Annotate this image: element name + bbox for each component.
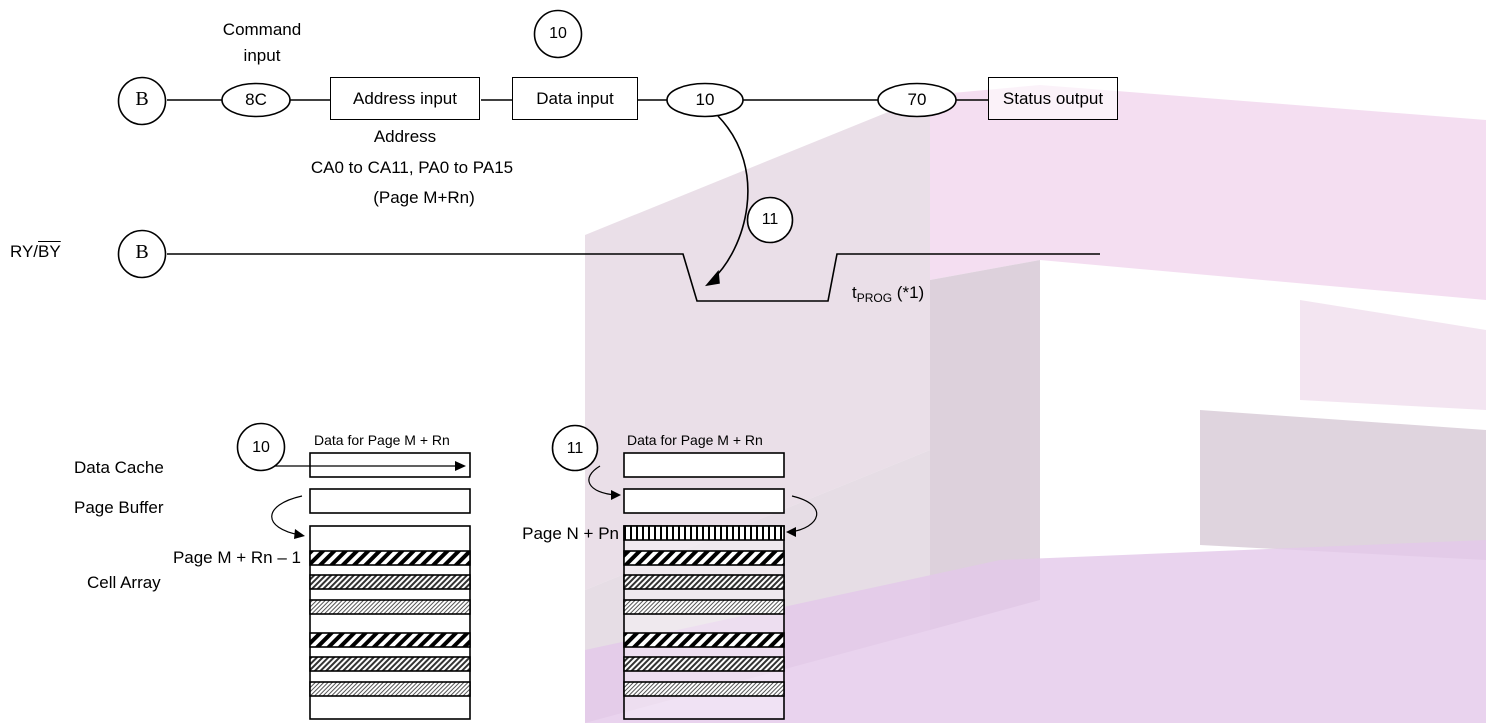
step-11-label: 11 [761, 211, 779, 228]
left-page-row [309, 550, 471, 566]
left-page-row [309, 574, 471, 590]
left-buffer-arrowhead [294, 529, 305, 539]
tprog-label: tPROG (*1) [852, 283, 925, 305]
connector-b-ry-label: B [135, 241, 149, 263]
step-11-marker-right [551, 424, 599, 472]
data-input-box [512, 77, 638, 120]
address-caption-1: Address [373, 127, 437, 146]
right-page-row [623, 550, 785, 566]
command-10-label: 10 [695, 90, 715, 109]
command-70-ellipse [877, 82, 957, 118]
connector-b-top [117, 76, 167, 126]
status-output-label: Status output [1002, 89, 1104, 108]
command-70-label: 70 [907, 90, 927, 109]
data-cache-label: Data Cache [74, 458, 164, 477]
left-cache-arrowhead [455, 461, 466, 471]
step-10-top-label: 10 [549, 25, 567, 42]
status-output-box [988, 77, 1118, 120]
page-n-pn-label: Page N + Pn [522, 524, 619, 543]
left-data-header: Data for Page M + Rn [314, 432, 450, 448]
left-page-buffer-box [309, 488, 471, 514]
left-page-row [309, 656, 471, 672]
left-buffer-arrow [271, 495, 303, 536]
right-page-buffer-box [623, 488, 785, 514]
ry-by-signal-label: RY/BY [10, 242, 61, 261]
right-page-row [623, 599, 785, 615]
data-input-label: Data input [536, 89, 614, 108]
page-buffer-label: Page Buffer [74, 498, 164, 517]
left-page-row [309, 632, 471, 648]
page-m-rn-1-label: Page M + Rn – 1 [172, 548, 301, 567]
right-cache-arrow [588, 465, 617, 496]
command-10-ellipse [666, 82, 744, 118]
right-page-row [623, 525, 785, 541]
left-page-row [309, 681, 471, 697]
right-buffer-arrowhead [786, 527, 796, 537]
address-input-box [330, 77, 480, 120]
command-input-caption: Command input [222, 20, 302, 65]
right-page-row [623, 656, 785, 672]
address-caption-2: CA0 to CA11, PA0 to PA15 [310, 158, 514, 177]
right-page-row [623, 632, 785, 648]
step-11-marker [746, 196, 794, 244]
right-page-row [623, 574, 785, 590]
command-8c-ellipse [221, 82, 291, 118]
right-cache-arrowhead [611, 490, 621, 500]
step-11-right-label: 11 [566, 440, 584, 457]
connector-b-ry [117, 229, 167, 279]
right-data-header: Data for Page M + Rn [627, 432, 763, 448]
address-input-label: Address input [353, 89, 457, 108]
right-data-cache-box [623, 452, 785, 478]
right-buffer-arrow [789, 495, 818, 533]
address-caption-3: (Page M+Rn) [373, 188, 475, 207]
step-10-left-label: 10 [252, 439, 270, 456]
left-data-cache-box [309, 452, 471, 478]
step-10-marker-top [533, 9, 583, 59]
connector-b-label: B [135, 88, 149, 110]
right-page-row [623, 681, 785, 697]
cell-array-label: Cell Array [87, 573, 161, 592]
step-10-marker-left [236, 422, 286, 472]
command-8c-label: 8C [245, 90, 267, 109]
left-page-row [309, 599, 471, 615]
